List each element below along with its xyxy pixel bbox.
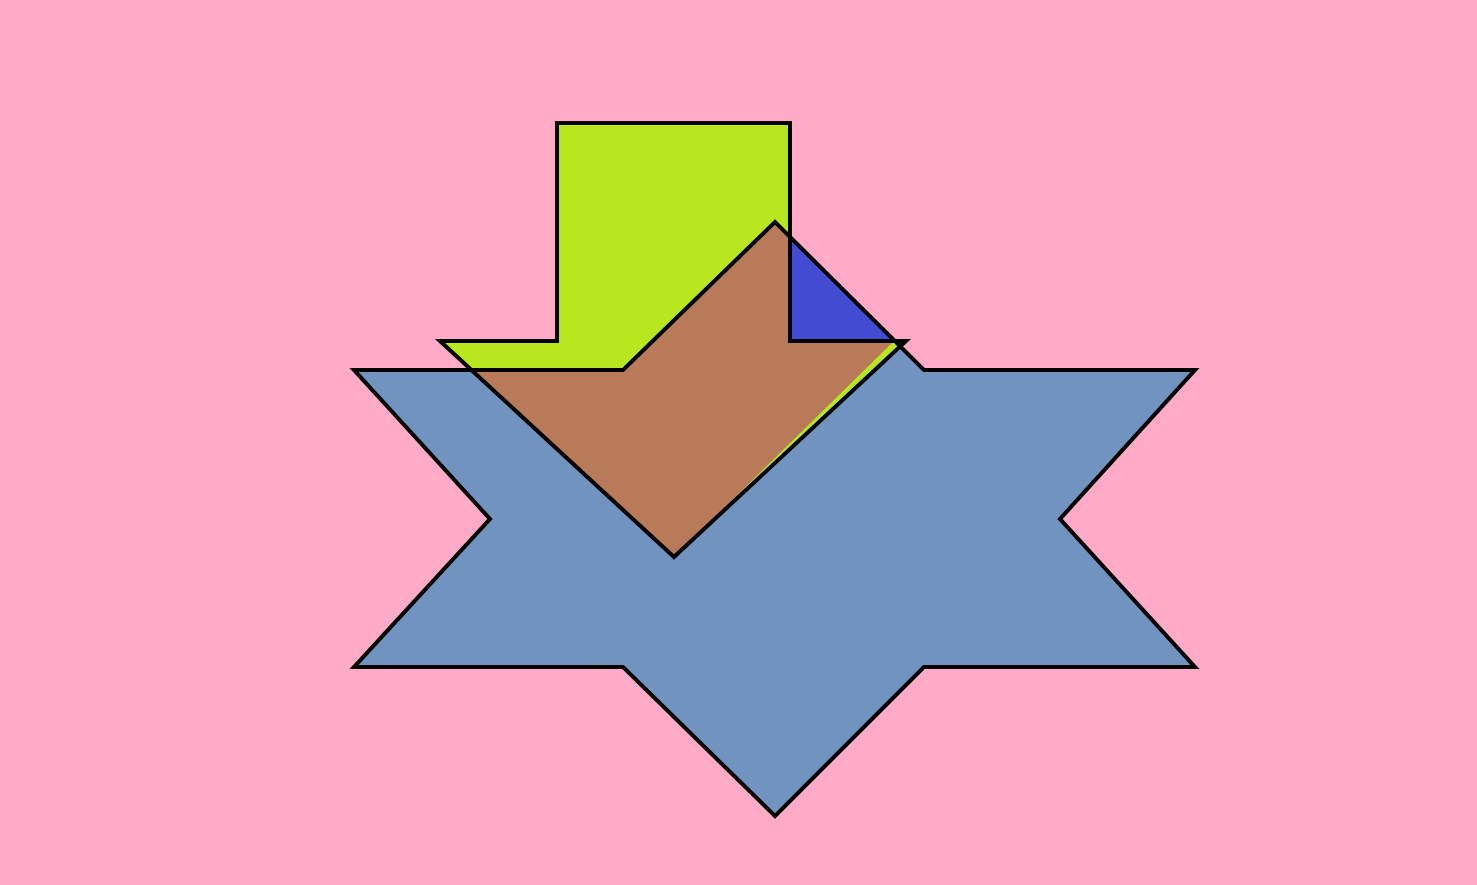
star-outline [349, 219, 1200, 819]
arrow-outline [434, 121, 912, 560]
